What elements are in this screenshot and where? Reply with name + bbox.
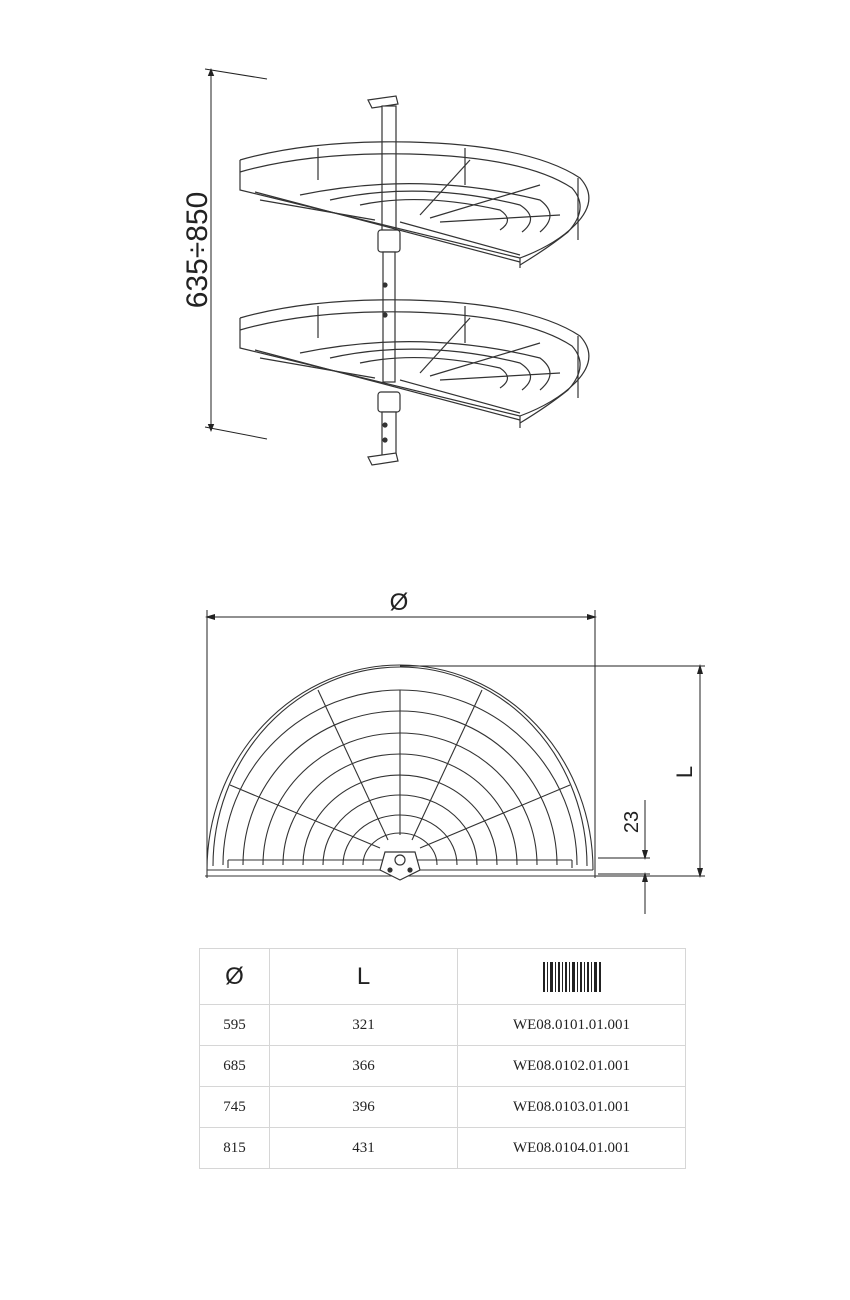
- basket-plan-drawing: Ø L 23: [205, 589, 705, 914]
- basket-plan-outline: [205, 664, 596, 877]
- cell-diameter: 815: [199, 1127, 270, 1169]
- cell-diameter: 685: [199, 1045, 270, 1087]
- cell-code: WE08.0101.01.001: [457, 1004, 686, 1046]
- length-dimension-label: L: [672, 766, 697, 778]
- cell-length: 396: [269, 1086, 458, 1128]
- cell-diameter: 595: [199, 1004, 270, 1046]
- cell-code: WE08.0104.01.001: [457, 1127, 686, 1169]
- cell-length: 366: [269, 1045, 458, 1087]
- barcode-icon: [542, 961, 601, 992]
- height-dimension-label: 635÷850: [181, 192, 214, 309]
- length-dimension: [400, 664, 705, 878]
- basket-elevation-drawing: 635÷850: [181, 68, 590, 466]
- header-diameter: Ø: [199, 948, 270, 1005]
- cell-length: 321: [269, 1004, 458, 1046]
- lower-basket: [239, 299, 590, 428]
- upper-basket: [239, 141, 590, 268]
- table-header-row: Ø L: [199, 948, 686, 1005]
- cell-code: WE08.0103.01.001: [457, 1086, 686, 1128]
- cell-length: 431: [269, 1127, 458, 1169]
- table-row: 685 366 WE08.0102.01.001: [199, 1045, 686, 1087]
- cell-diameter: 745: [199, 1086, 270, 1128]
- cell-code: WE08.0102.01.001: [457, 1045, 686, 1087]
- table-row: 745 396 WE08.0103.01.001: [199, 1086, 686, 1128]
- offset-dimension: [598, 800, 650, 914]
- header-length: L: [269, 948, 458, 1005]
- diameter-dimension: [205, 610, 597, 878]
- table-row: 595 321 WE08.0101.01.001: [199, 1004, 686, 1046]
- diameter-dimension-label: Ø: [390, 589, 409, 616]
- table-row: 815 431 WE08.0104.01.001: [199, 1127, 686, 1169]
- height-dimension: [204, 68, 268, 440]
- center-pole: [367, 95, 401, 466]
- header-code: [457, 948, 686, 1005]
- offset-dimension-label: 23: [621, 811, 643, 833]
- center-pivot-plate: [379, 851, 421, 881]
- spec-table: Ø L: [199, 948, 686, 1169]
